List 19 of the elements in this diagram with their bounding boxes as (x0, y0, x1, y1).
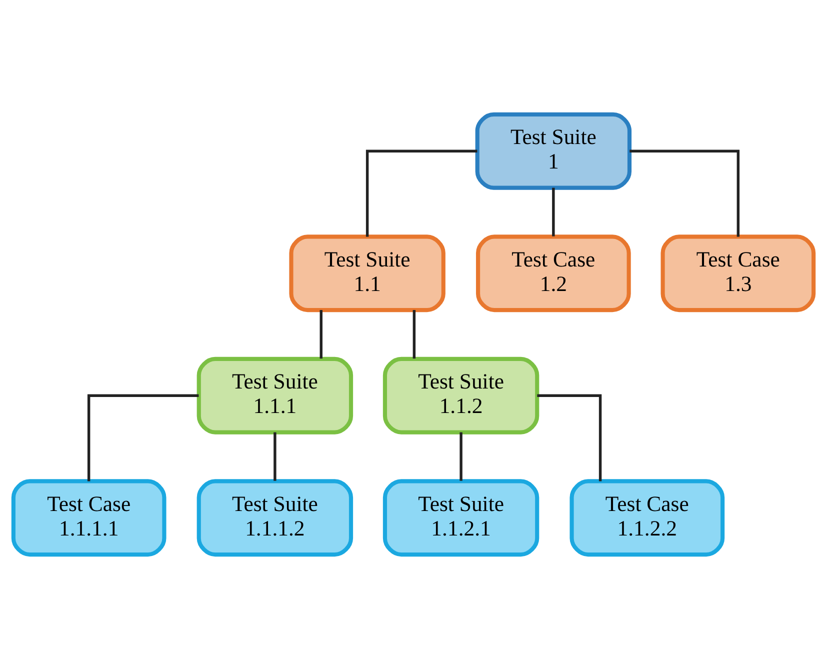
node-box: Test Case 1.2 (476, 234, 631, 312)
connector (460, 432, 462, 480)
connector (537, 394, 602, 481)
node-box: Test Suite 1.1.2 (382, 356, 540, 434)
connector (552, 187, 555, 236)
connector (320, 310, 322, 358)
connector (366, 149, 478, 236)
node-box: Test Suite 1 (475, 112, 632, 190)
node-box: Test Case 1.3 (660, 234, 816, 312)
connector (630, 149, 740, 236)
connector (274, 432, 276, 480)
node-box: Test Case 1.1.1.1 (11, 478, 166, 556)
node-box: Test Suite 1.1.2.1 (382, 478, 540, 556)
node-box: Test Suite 1.1.1.2 (196, 478, 354, 556)
connector (412, 310, 416, 358)
node-box: Test Suite 1.1.1 (196, 356, 354, 434)
node-box: Test Case 1.1.2.2 (570, 478, 725, 556)
connector (87, 394, 199, 481)
node-box: Test Suite 1.1 (289, 234, 446, 312)
